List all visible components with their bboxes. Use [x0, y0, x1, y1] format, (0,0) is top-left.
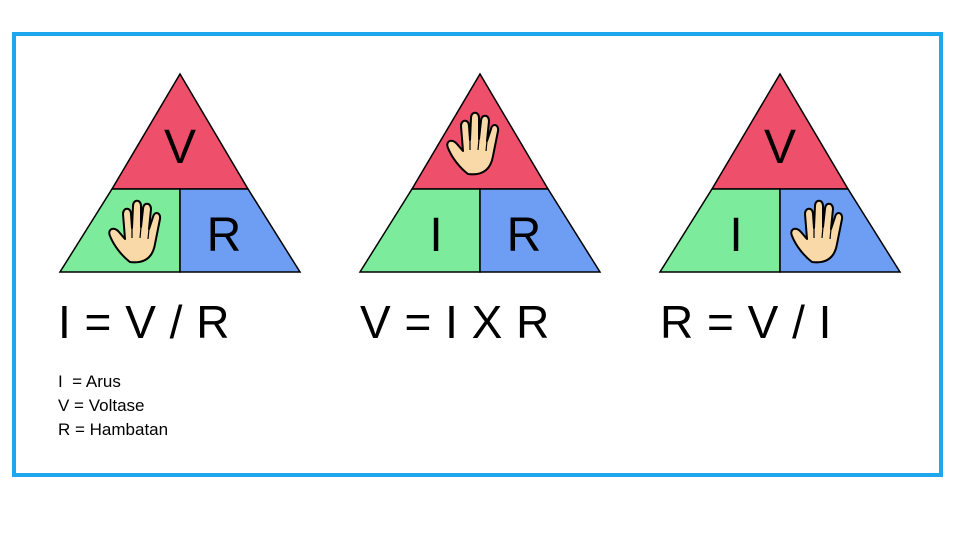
- formula-resistance: R = V / I: [660, 296, 832, 348]
- right-label: R: [207, 209, 242, 262]
- legend-voltage: V = Voltase: [58, 396, 145, 415]
- ohm-triangle-3: V I: [658, 72, 902, 273]
- top-label: V: [164, 121, 196, 174]
- formula-voltage: V = I X R: [360, 296, 550, 348]
- left-section: [658, 188, 781, 273]
- ohm-triangle-1: V R: [58, 72, 302, 273]
- left-section: [358, 188, 481, 273]
- diagram-frame: [12, 32, 943, 477]
- right-label: R: [507, 209, 542, 262]
- right-section: [179, 188, 302, 273]
- legend-resistance: R = Hambatan: [58, 420, 169, 439]
- formula-current: I = V / R: [58, 296, 230, 348]
- ohm-triangle-2: I R: [358, 72, 602, 273]
- left-section: [58, 188, 181, 273]
- left-label: I: [429, 209, 442, 262]
- legend-current: I = Arus: [58, 372, 121, 391]
- right-section: [479, 188, 602, 273]
- top-label: V: [764, 121, 796, 174]
- left-label: I: [729, 209, 742, 262]
